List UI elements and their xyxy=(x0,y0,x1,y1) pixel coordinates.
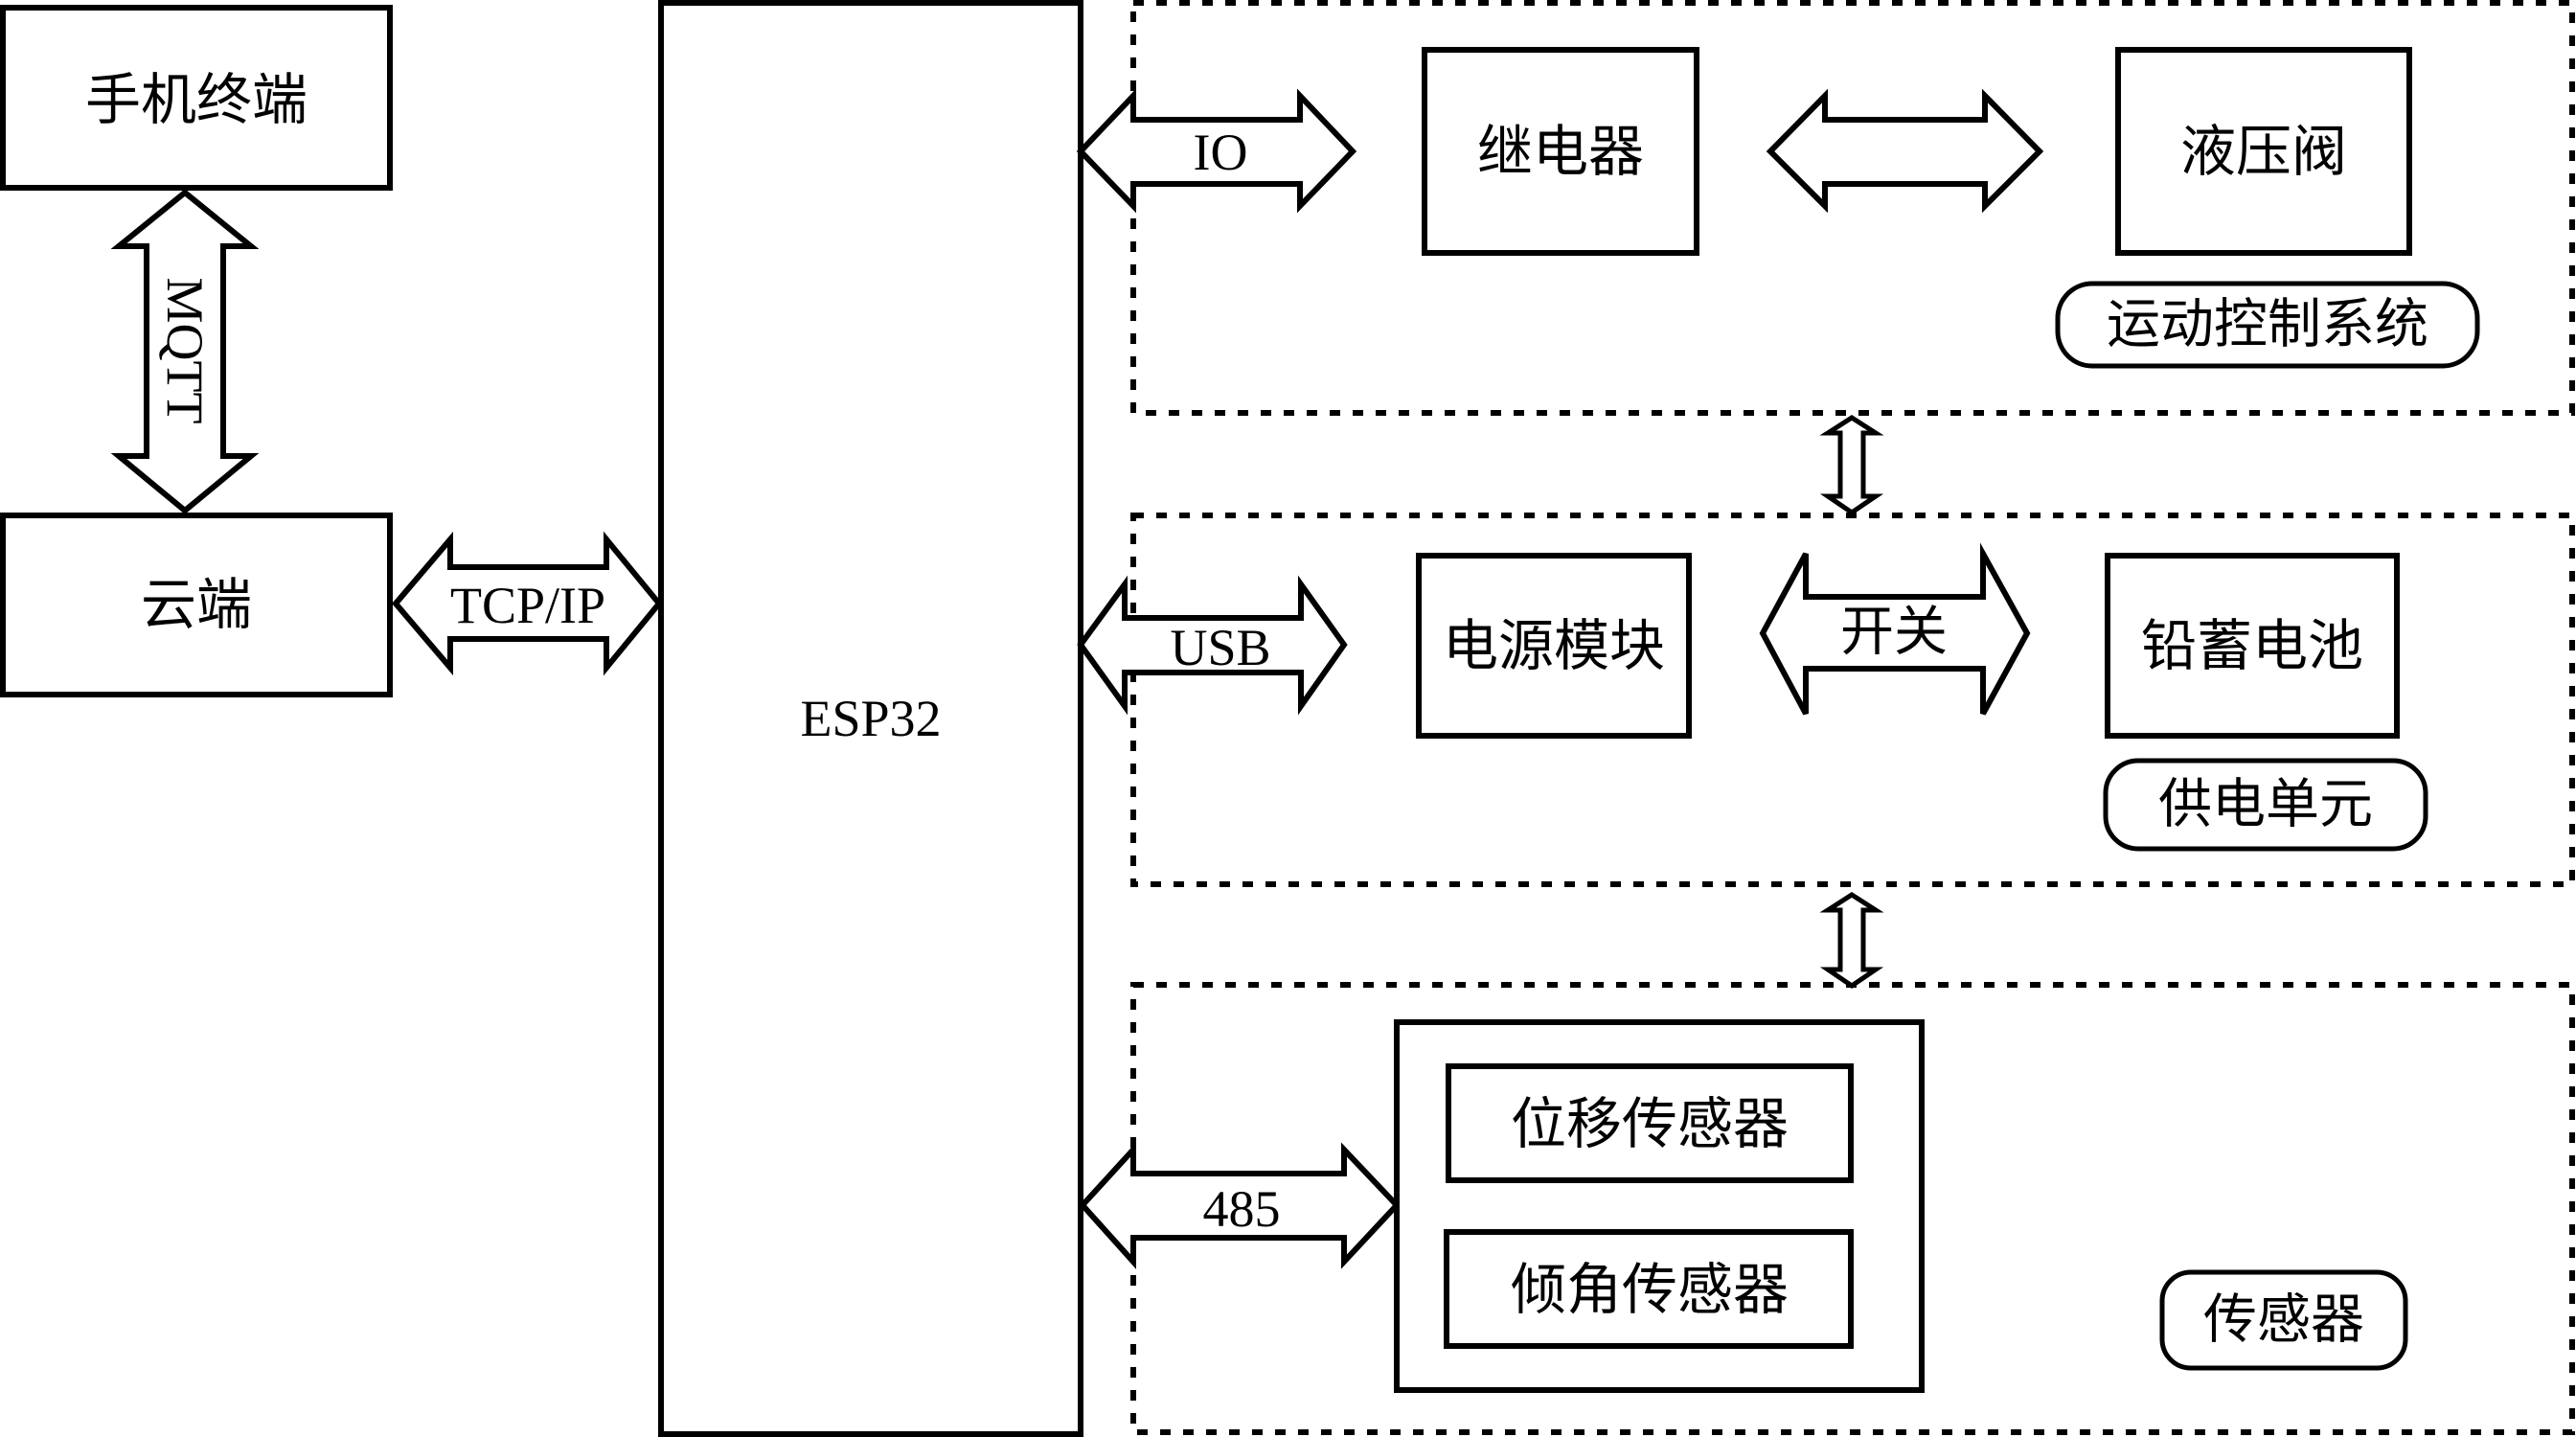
group-sensors-badge: 传感器 xyxy=(2159,1269,2408,1371)
link-switch-arrow: 开关 xyxy=(1759,542,2031,716)
node-valve: 液压阀 xyxy=(2115,47,2412,256)
link-485-label: 485 xyxy=(1203,1180,1281,1238)
group-power-supply xyxy=(1130,513,2575,887)
node-cloud: 云端 xyxy=(0,513,393,697)
group-power-supply-label: 供电单元 xyxy=(2158,774,2373,836)
node-battery: 铅蓄电池 xyxy=(2105,553,2400,739)
node-power-module-label: 电源模块 xyxy=(1443,613,1665,678)
node-phone-label: 手机终端 xyxy=(85,67,308,132)
link-usb-arrow: USB xyxy=(1077,575,1348,716)
group-power-supply-badge: 供电单元 xyxy=(2103,758,2428,852)
link-485-arrow: 485 xyxy=(1078,1142,1402,1269)
node-tilt-sensor-label: 倾角传感器 xyxy=(1511,1257,1789,1322)
link-usb-label: USB xyxy=(1170,619,1270,676)
node-cloud-label: 云端 xyxy=(141,572,252,637)
node-phone: 手机终端 xyxy=(0,5,393,191)
link-switch-label: 开关 xyxy=(1840,602,1948,664)
node-displacement-sensor-label: 位移传感器 xyxy=(1511,1091,1789,1156)
node-esp32: ESP32 xyxy=(658,0,1083,1437)
link-io-label: IO xyxy=(1194,124,1248,181)
link-relay-valve-arrow xyxy=(1766,88,2044,214)
node-relay-label: 继电器 xyxy=(1477,119,1644,184)
link-mqtt-label: MQTT xyxy=(156,278,214,424)
link-io-arrow: IO xyxy=(1076,88,1357,214)
link-tcpip-label: TCP/IP xyxy=(450,577,605,634)
node-valve-label: 液压阀 xyxy=(2180,119,2347,184)
node-tilt-sensor: 倾角传感器 xyxy=(1444,1229,1854,1349)
link-tcpip-arrow: TCP/IP xyxy=(392,531,663,676)
node-power-module: 电源模块 xyxy=(1416,553,1692,739)
node-esp32-label: ESP32 xyxy=(800,690,941,747)
node-battery-label: 铅蓄电池 xyxy=(2141,613,2363,678)
group-sensors-label: 传感器 xyxy=(2203,1289,2364,1352)
group-motion-control-badge: 运动控制系统 xyxy=(2055,281,2480,369)
link-mqtt-arrow: MQTT xyxy=(110,189,260,514)
link-motion-power-arrow xyxy=(1819,415,1884,516)
link-power-sensors-arrow xyxy=(1819,892,1884,990)
node-relay: 继电器 xyxy=(1422,47,1699,256)
group-motion-control-label: 运动控制系统 xyxy=(2107,294,2428,356)
node-displacement-sensor: 位移传感器 xyxy=(1446,1063,1854,1183)
group-motion-control xyxy=(1130,0,2575,416)
